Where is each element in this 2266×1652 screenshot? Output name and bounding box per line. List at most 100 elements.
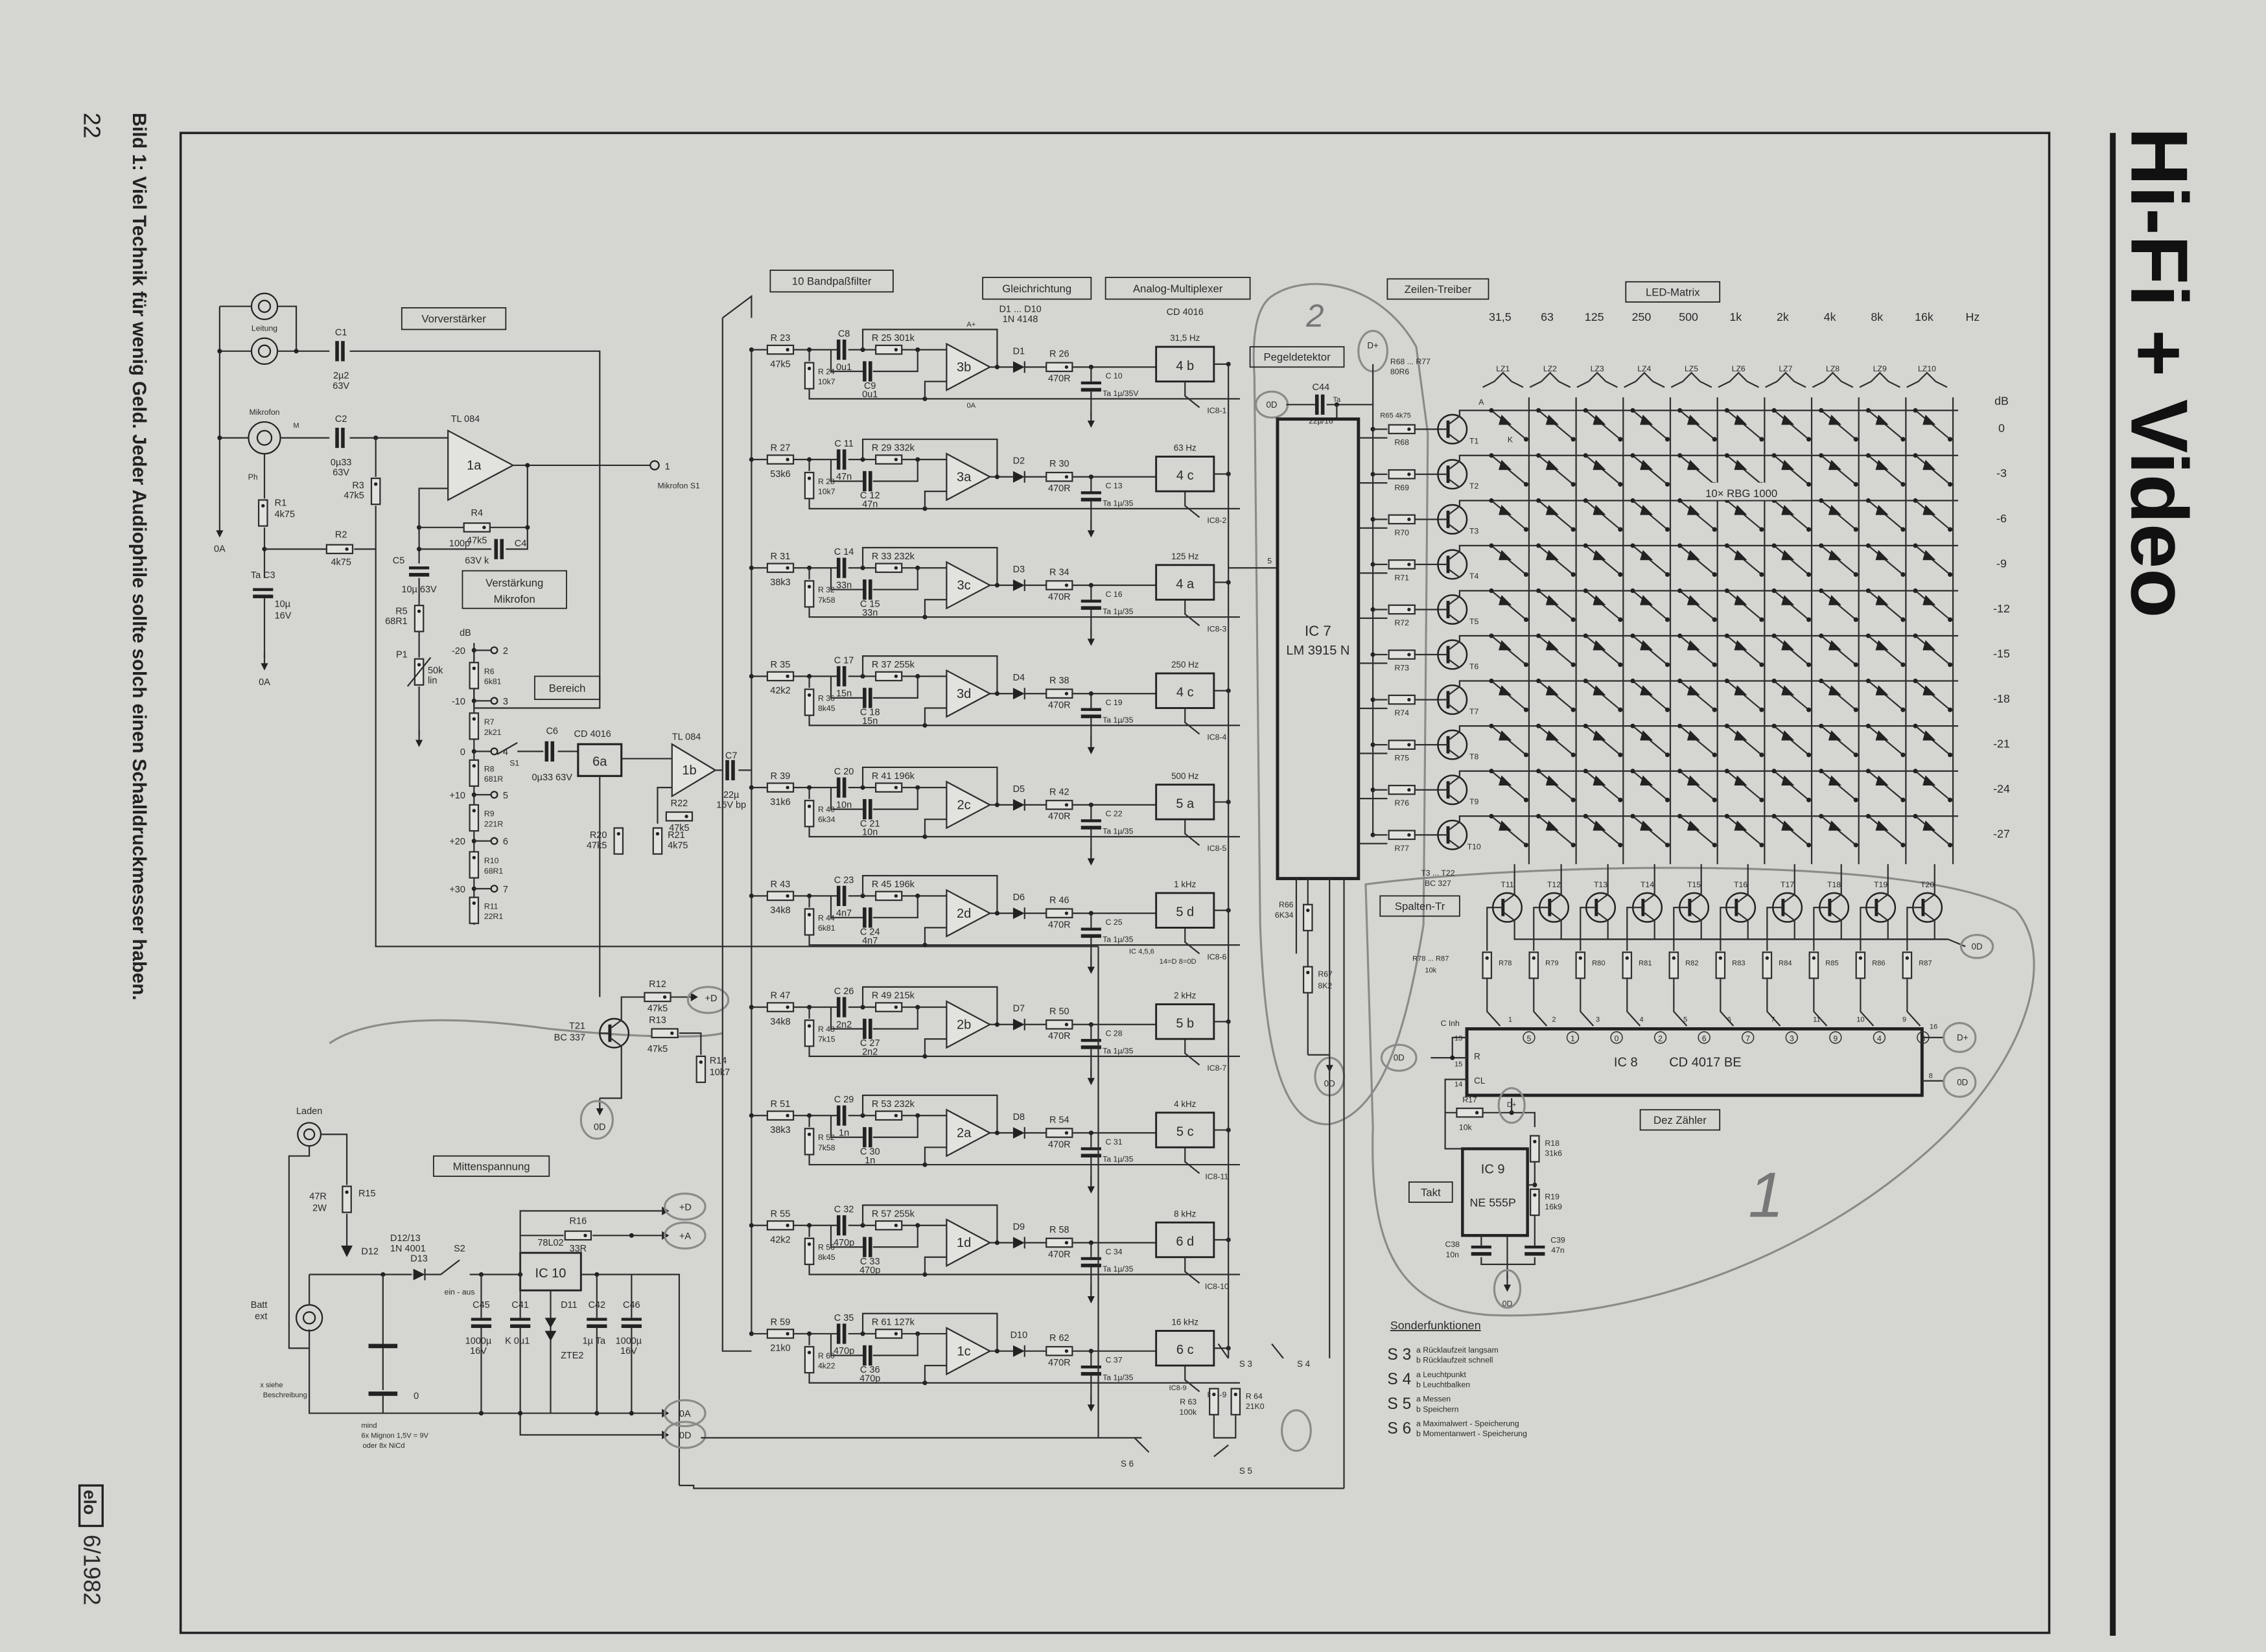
output-number-circle [1566, 1031, 1580, 1044]
junction-dot [1523, 572, 1529, 577]
component-label: R [1474, 1051, 1480, 1061]
switch-option: a Messen [1416, 1395, 1451, 1404]
junction-dot [1771, 723, 1777, 728]
wire [1813, 907, 1820, 951]
jack-socket-icon [257, 299, 272, 313]
multiplexer-switch-label: 4 b [1176, 359, 1194, 373]
led-icon [1640, 820, 1653, 831]
component-label: 0A [259, 677, 270, 688]
component-label: 4 [1639, 1016, 1643, 1023]
band-frequency-label: 16k [1915, 310, 1933, 323]
wire [1447, 821, 1460, 832]
resistor-marker [1064, 365, 1069, 369]
component-label: 2 [503, 646, 508, 657]
wire [861, 438, 998, 477]
wire [808, 826, 1240, 838]
component-label: 470R [1048, 1139, 1071, 1150]
component-label: 80R6 [1390, 367, 1409, 376]
wire [1491, 500, 1527, 530]
wire [830, 896, 865, 918]
component-label: 6a [592, 755, 607, 769]
component-label: 5 [1683, 1016, 1687, 1023]
component-label: 7k58 [818, 596, 835, 605]
component-label: 0D [1394, 1053, 1405, 1063]
resistor-marker [807, 693, 812, 697]
multiplexer-switch-label: 5 b [1176, 1016, 1194, 1030]
opamp-label: 3b [957, 360, 971, 375]
resistor-marker [1858, 956, 1863, 960]
junction-dot [1618, 843, 1623, 848]
led-icon [1687, 820, 1700, 831]
db-scale-label: -9 [1996, 557, 2007, 570]
junction-dot [1759, 797, 1764, 802]
resistor [613, 827, 624, 855]
junction-dot [1664, 572, 1670, 577]
opamp-symbol [946, 669, 992, 718]
resistor-marker [1064, 803, 1069, 807]
junction-dot [1948, 617, 1953, 622]
wire [1720, 978, 1735, 1027]
junction-dot [1948, 662, 1953, 668]
component-label: R 62 [1049, 1333, 1069, 1344]
component-label: 1 [665, 462, 670, 472]
resistor [665, 811, 694, 822]
resistor [1045, 580, 1073, 590]
component-label: 100p [449, 539, 470, 549]
capacitor-plate [863, 798, 867, 820]
opamp-symbol [946, 452, 992, 502]
component-label: 6K34 [1275, 911, 1294, 920]
band-frequency-label: 31,5 [1489, 310, 1512, 323]
switch-name: S 6 [1387, 1420, 1411, 1437]
resistor-marker [472, 809, 476, 813]
component-label: C7 [725, 751, 738, 762]
junction-dot [629, 1233, 634, 1238]
led-icon [1922, 640, 1936, 651]
resistor-marker [807, 585, 812, 588]
capacitor-plate [836, 777, 841, 798]
junction-dot [1771, 769, 1777, 774]
led-icon [1593, 685, 1606, 695]
component-label: TL 084 [451, 414, 480, 425]
footer-issue: elo 6/1982 [78, 1484, 104, 1605]
component-label: 470p [834, 1346, 854, 1356]
component-label: Ta 1µ/35 [1103, 498, 1133, 507]
section-label-box [1104, 277, 1251, 300]
component-label: +30 [449, 885, 465, 895]
jack-socket-icon [248, 421, 281, 455]
wire [1458, 590, 1959, 597]
component-label: T17 [1781, 880, 1794, 889]
junction-dot [1226, 362, 1231, 367]
component-label: 470p [859, 1374, 880, 1384]
resistor [766, 1002, 795, 1012]
db-scale-label: -24 [1993, 782, 2010, 795]
wire [1736, 894, 1749, 904]
component-label: T1 [1469, 437, 1478, 446]
component-label: 4 kHz [1174, 1099, 1196, 1109]
component-label: 2n2 [836, 1019, 852, 1030]
junction-dot [1819, 543, 1824, 548]
component-label: TL 084 [672, 732, 701, 743]
opamp-label: 1a [467, 459, 482, 473]
junction-dot [1664, 752, 1670, 758]
wire [924, 380, 947, 399]
component-label: C46 [623, 1300, 640, 1310]
capacitor-plate [842, 339, 847, 360]
junction-dot [594, 1410, 600, 1416]
junction-dot [1712, 752, 1717, 758]
resistor-marker [1533, 1139, 1537, 1144]
led-bar-bracket [1859, 371, 1900, 388]
led-icon [1499, 505, 1512, 515]
junction-dot [1523, 482, 1529, 487]
component-label: IC8-5 [1207, 844, 1226, 853]
component-label: 4n7 [836, 909, 852, 919]
component-label: R66 [1279, 900, 1294, 909]
junction-dot [1913, 453, 1918, 458]
junction-dot [1523, 752, 1529, 758]
junction-dot [1489, 813, 1494, 819]
wire [1726, 500, 1762, 530]
capacitor-plate [1080, 819, 1101, 822]
component-label: R 39 [771, 771, 791, 782]
capacitor-plate [863, 471, 867, 492]
led-icon [1828, 505, 1841, 515]
wire [1447, 731, 1460, 741]
